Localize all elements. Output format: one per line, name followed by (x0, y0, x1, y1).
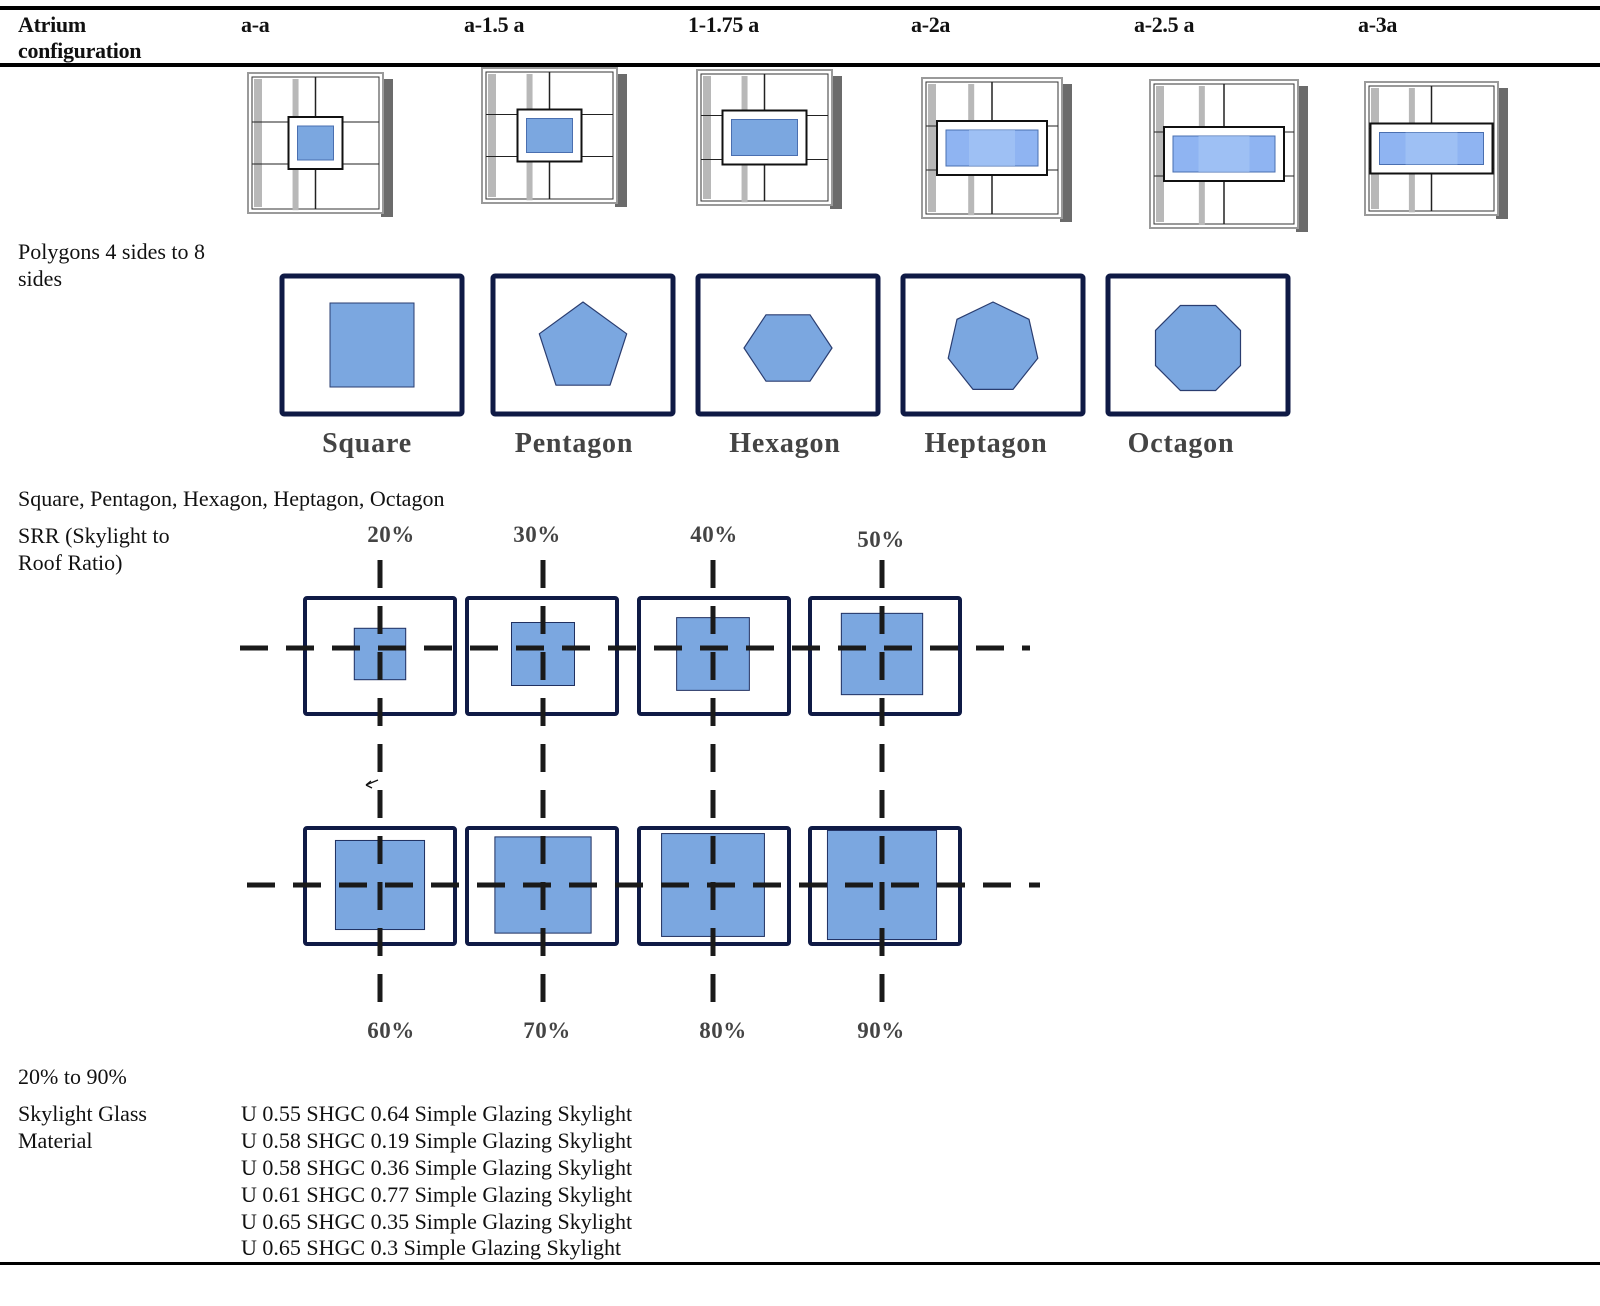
header-col-a-a: a-a (241, 12, 270, 37)
shape-label-hexagon: Hexagon (729, 428, 841, 459)
polygon-square-shape (329, 302, 415, 388)
plan-band (292, 79, 299, 121)
srr-label-90: 90% (857, 1018, 905, 1043)
polygons-summary: Square, Pentagon, Hexagon, Heptagon, Oct… (18, 486, 445, 511)
polygon-heptagon-shape (947, 301, 1039, 390)
srr-cell-50 (808, 596, 962, 716)
polygon-octagon (1105, 273, 1291, 417)
srr-row-label: SRR (Skylight to Roof Ratio) (18, 523, 170, 575)
floorplan-a-2.5 a (1149, 79, 1308, 232)
polygon-heptagon (900, 273, 1086, 417)
polygon-pentagon-shape (538, 301, 628, 386)
shape-label-square: Square (322, 428, 412, 459)
floorplan-a-1.5 a (481, 67, 627, 207)
plan-band (1198, 86, 1205, 131)
atrium-skylight (526, 118, 573, 153)
atrium-floorplans (247, 67, 1508, 232)
plan-band (928, 84, 936, 212)
header-col-a-2.5a: a-2.5 a (1134, 12, 1195, 37)
srr-roof-frame (808, 596, 962, 716)
srr-label-50: 50% (857, 527, 905, 552)
plan-band (1408, 88, 1415, 128)
arrow-icon (365, 779, 379, 789)
plan-band (1408, 172, 1415, 213)
polygon-shapes (279, 273, 1291, 417)
polygon-square (279, 273, 465, 417)
header-col-a-1.5a: a-1.5 a (464, 12, 525, 37)
srr-label-80: 80% (699, 1018, 747, 1043)
table-top-rule (0, 6, 1600, 10)
material-item: U 0.58 SHGC 0.19 Simple Glazing Skylight (241, 1128, 633, 1153)
plan-band (488, 74, 496, 197)
plan-band (1156, 86, 1164, 222)
header-row-label: Atrium configuration (18, 12, 142, 63)
material-item: U 0.65 SHGC 0.35 Simple Glazing Skylight (241, 1209, 633, 1234)
polygons-row-label: Polygons 4 sides to 8 sides (18, 239, 206, 291)
plan-band (703, 76, 711, 199)
plan-band (254, 79, 262, 207)
floorplan-a-2a (921, 77, 1072, 222)
shape-label-pentagon: Pentagon (514, 428, 634, 459)
plan-band (741, 76, 748, 117)
plan-band (741, 161, 748, 203)
plan-band (526, 74, 533, 115)
shape-label-heptagon: Heptagon (924, 428, 1048, 459)
atrium-skylight-highlight (969, 130, 1015, 166)
srr-label-70: 70% (523, 1018, 571, 1043)
srr-label-20: 20% (367, 522, 415, 547)
atrium-skylight (731, 119, 798, 156)
plan-band (968, 84, 975, 126)
plan-band (292, 168, 299, 211)
header-bottom-rule (0, 63, 1600, 67)
floorplan-1-1.75 a (696, 69, 842, 209)
header-col-1-1.75a: 1-1.75 a (688, 12, 759, 37)
polygon-hexagon (695, 273, 881, 417)
srr-label-30: 30% (513, 522, 561, 547)
material-row-label: Skylight Glass Material (18, 1101, 147, 1153)
floorplan-a-3a (1364, 81, 1508, 219)
table-bottom-rule (0, 1262, 1600, 1265)
plan-band (1198, 180, 1205, 226)
polygon-octagon-shape (1154, 304, 1242, 392)
header-col-a-2a: a-2a (911, 12, 951, 37)
srr-summary: 20% to 90% (18, 1064, 127, 1089)
atrium-skylight-highlight (1198, 136, 1250, 172)
shape-label-octagon: Octagon (1127, 428, 1235, 459)
atrium-skylight (297, 125, 334, 161)
material-item: U 0.58 SHGC 0.36 Simple Glazing Skylight (241, 1155, 633, 1180)
atrium-skylight-highlight (1405, 132, 1458, 165)
srr-label-60: 60% (367, 1018, 415, 1043)
plan-band (526, 159, 533, 201)
material-item: U 0.65 SHGC 0.3 Simple Glazing Skylight (241, 1235, 622, 1260)
header-col-a-3a: a-3a (1358, 12, 1398, 37)
polygon-pentagon (490, 273, 676, 417)
floorplan-a-a (247, 72, 393, 217)
polygon-hexagon-shape (743, 314, 833, 382)
plan-band (968, 173, 975, 216)
material-item: U 0.61 SHGC 0.77 Simple Glazing Skylight (241, 1182, 633, 1207)
srr-label-40: 40% (690, 522, 738, 547)
material-item: U 0.55 SHGC 0.64 Simple Glazing Skylight (241, 1101, 633, 1126)
